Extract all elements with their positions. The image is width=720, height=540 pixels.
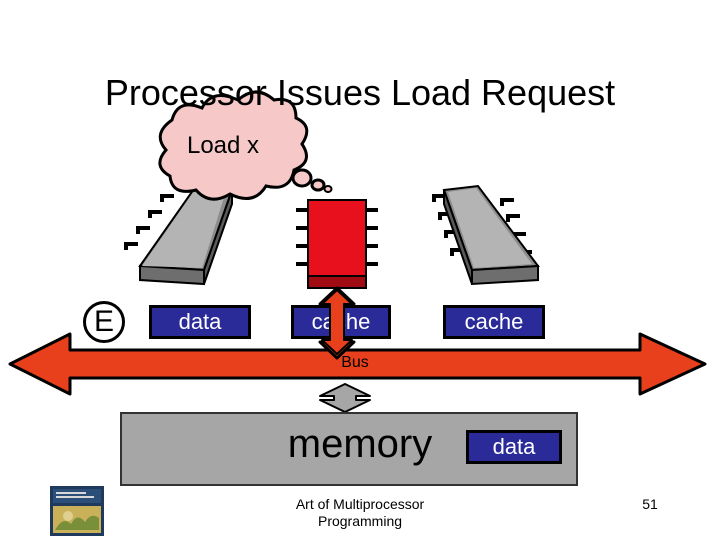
book-cover-image	[50, 486, 104, 536]
page-number: 51	[642, 496, 658, 512]
slide-title: Processor Issues Load Request	[104, 72, 616, 113]
footer-text: Art of Multiprocessor Programming	[270, 496, 450, 530]
cache-box-1: data	[149, 305, 251, 339]
cache-box-3: cache	[443, 305, 545, 339]
memory-label: memory	[287, 422, 433, 466]
bus-memory-arrow	[319, 383, 371, 413]
processor-chip-3	[432, 184, 540, 286]
thought-bubble	[158, 90, 333, 201]
cache-state-exclusive: E	[83, 301, 125, 343]
footer-line-1: Art of Multiprocessor	[295, 496, 425, 512]
bus-label: Bus	[341, 354, 369, 371]
bus-arrow	[8, 332, 707, 396]
footer-line-2: Programming	[317, 513, 403, 529]
thought-bubble-label: Load x	[186, 132, 260, 159]
memory-data-box: data	[466, 430, 562, 464]
processor-chip-1	[124, 184, 236, 286]
processor-chip-2-active	[296, 199, 378, 289]
